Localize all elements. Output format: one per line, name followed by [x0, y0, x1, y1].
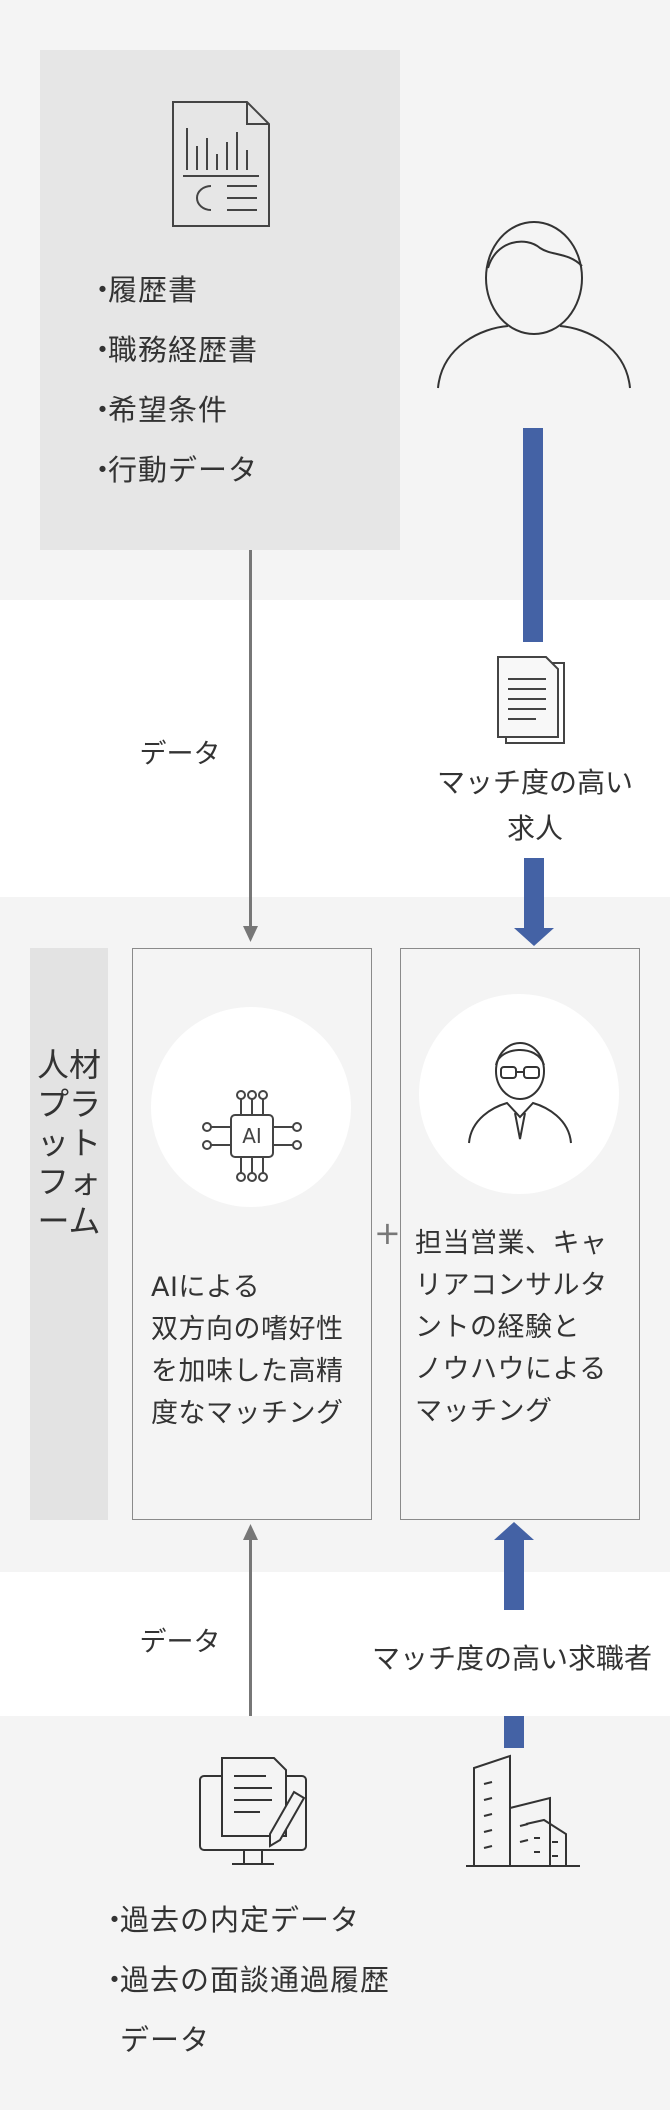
person-icon	[437, 221, 631, 389]
matching-jobs-label: マッチ度の高い 求人	[436, 766, 633, 845]
matching-candidates-label: マッチ度の高い求職者	[371, 1642, 652, 1675]
consultant-matching-card: 担当営業、キャ リアコンサルタ ントの経験と ノウハウによる マッチング	[400, 948, 640, 1520]
data-arrow-top-head	[243, 926, 258, 942]
job-document-icon	[497, 656, 565, 744]
list-item: ・行動データ	[88, 453, 259, 487]
platform-tag: 人材プラットフォーム	[30, 948, 108, 1520]
list-item: ・希望条件	[88, 393, 229, 427]
ai-card-text: AIによる 双方向の嗜好性 を加味した高精 度なマッチング	[151, 1272, 344, 1429]
list-item: ・過去の内定データ	[100, 1903, 361, 1937]
document-chart-icon	[172, 101, 270, 227]
list-item: ・職務経歴書	[88, 333, 259, 367]
ai-matching-card: AI AIによる 双方向の嗜好性 を加味した高精 度なマッチング	[132, 948, 372, 1520]
data-label-bottom: データ	[139, 1627, 221, 1658]
list-item: ・過去の面談通過履歴 データ	[100, 1963, 391, 2057]
consultant-card-text: 担当営業、キャ リアコンサルタ ントの経験と ノウハウによる マッチング	[415, 1228, 608, 1427]
consultant-icon-circle	[419, 994, 619, 1194]
buildings-icon	[466, 1754, 580, 1867]
monitor-document-pen-icon	[199, 1757, 307, 1865]
platform-tag-label: 人材プラットフォーム	[36, 1046, 101, 1240]
candidate-documents-list: ・履歴書 ・職務経歴書 ・希望条件 ・行動データ	[88, 260, 258, 500]
data-arrow-top	[249, 550, 252, 928]
ai-chip-text: AI	[242, 1124, 262, 1148]
past-data-list: ・過去の内定データ ・過去の面談通過履歴 データ	[100, 1890, 390, 2070]
plus-sign: +	[374, 1214, 401, 1252]
blue-line-bottom	[504, 1716, 524, 1748]
data-arrow-bottom	[249, 1538, 252, 1716]
data-label-top: データ	[139, 739, 221, 770]
blue-arrow-up	[504, 1540, 524, 1610]
ai-chip-icon: AI	[202, 1090, 302, 1182]
consultant-icon	[468, 1042, 572, 1144]
data-arrow-bottom-head	[243, 1524, 258, 1540]
blue-line-top	[523, 428, 543, 642]
bottom-band	[0, 1716, 670, 2110]
blue-arrow-down	[524, 858, 544, 930]
blue-arrow-up-head	[494, 1522, 534, 1540]
list-item: ・履歴書	[88, 273, 199, 307]
blue-arrow-down-head	[514, 928, 554, 946]
candidate-documents-box: ・履歴書 ・職務経歴書 ・希望条件 ・行動データ	[40, 50, 400, 550]
